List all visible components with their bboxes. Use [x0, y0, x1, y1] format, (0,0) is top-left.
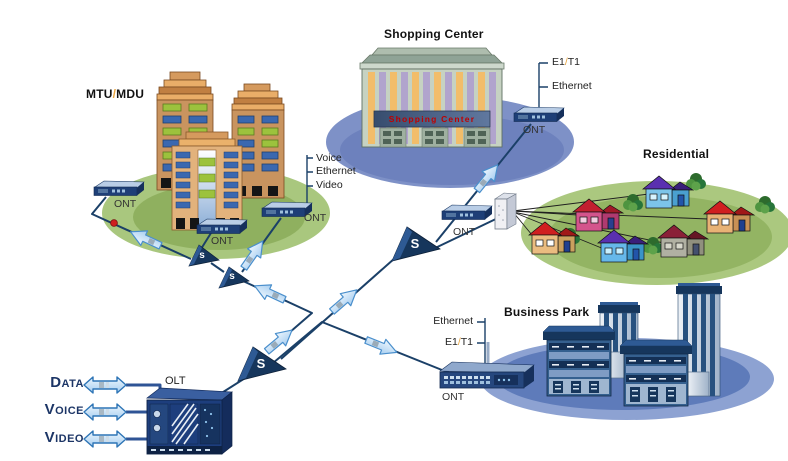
splitter-mdu-upper — [188, 244, 220, 267]
shopping-lower-windows — [379, 127, 491, 148]
ont-label-business: ONT — [442, 391, 465, 403]
business-service-e1t1: E1/T1 — [444, 336, 473, 348]
splitter-main-label: S — [256, 356, 266, 371]
shopping-services-bracket — [538, 62, 548, 110]
service-brackets — [306, 62, 548, 366]
splitter-mdu-upper-label: s — [199, 250, 205, 261]
splitter-main — [237, 346, 287, 382]
mdu-service-video: Video — [316, 179, 343, 191]
ont-device-residential — [441, 204, 493, 220]
house-blue-upper — [642, 175, 695, 209]
line-splitter-chain — [210, 262, 225, 273]
splitter-mdu-lower-label: s — [229, 271, 235, 282]
data-arrow-icon — [83, 376, 127, 394]
ont-label-mdu-center: ONT — [211, 235, 234, 247]
ont-label-shopping: ONT — [523, 124, 546, 136]
residential-splice-box — [494, 192, 518, 230]
house-blue-lower — [597, 229, 650, 263]
olt-device — [146, 387, 233, 455]
line-to-business-ont — [272, 321, 453, 375]
ont-label-residential: ONT — [453, 226, 476, 238]
flow-arrow-icon — [261, 323, 298, 359]
fiber-joint-dot — [110, 219, 118, 227]
ont-label-mdu-left: ONT — [114, 198, 137, 210]
ont-device-mdu-center — [196, 218, 248, 234]
apartment-building-front — [171, 131, 243, 231]
shopping-sign-board — [373, 110, 491, 128]
mdu-service-voice: Voice — [316, 152, 342, 164]
ont-device-shopping — [513, 106, 565, 122]
business-midrise-left — [542, 325, 616, 397]
ont-device-business — [439, 361, 535, 389]
ont-device-mdu-left — [93, 180, 145, 196]
splitter-mdu-lower — [218, 266, 250, 289]
business-service-ethernet: Ethernet — [433, 315, 473, 327]
residential-title: Residential — [643, 147, 710, 161]
mdu-services-bracket — [306, 155, 313, 210]
video-service-label: Video — [44, 429, 84, 446]
voice-service-label: Voice — [44, 401, 84, 418]
shopping-sign-text: Shopping Center — [388, 114, 476, 124]
line-to-residential-ont — [430, 216, 501, 251]
house-tan-right — [703, 200, 756, 234]
splitter-distribution-label: S — [410, 236, 420, 251]
flow-arrow-icon — [362, 331, 401, 361]
house-pink — [572, 198, 625, 232]
business-services-bracket — [477, 318, 486, 366]
shopping-center-building — [359, 47, 505, 148]
mtu-mdu-title: MTU/MDU — [86, 87, 145, 101]
house-grey — [657, 224, 710, 258]
voice-arrow-icon — [83, 403, 127, 421]
splitter-distribution — [391, 226, 441, 262]
shopping-service-e1t1: E1/T1 — [552, 56, 581, 68]
apartment-building-right — [231, 83, 285, 199]
shopping-center-title: Shopping Center — [384, 27, 484, 41]
flow-arrow-icon — [326, 283, 363, 319]
house-tan-left — [528, 221, 581, 255]
olt-label: OLT — [165, 375, 186, 387]
shopping-service-ethernet: Ethernet — [552, 80, 592, 92]
data-service-label: Data — [50, 374, 84, 391]
mdu-service-ethernet: Ethernet — [316, 165, 356, 177]
video-arrow-icon — [83, 430, 127, 448]
flow-arrow-icon — [250, 277, 289, 308]
ont-label-mdu-right: ONT — [304, 212, 327, 224]
business-park-title: Business Park — [504, 305, 590, 319]
business-midrise-center — [619, 339, 693, 407]
line-to-mdu-center-ont — [200, 232, 212, 250]
